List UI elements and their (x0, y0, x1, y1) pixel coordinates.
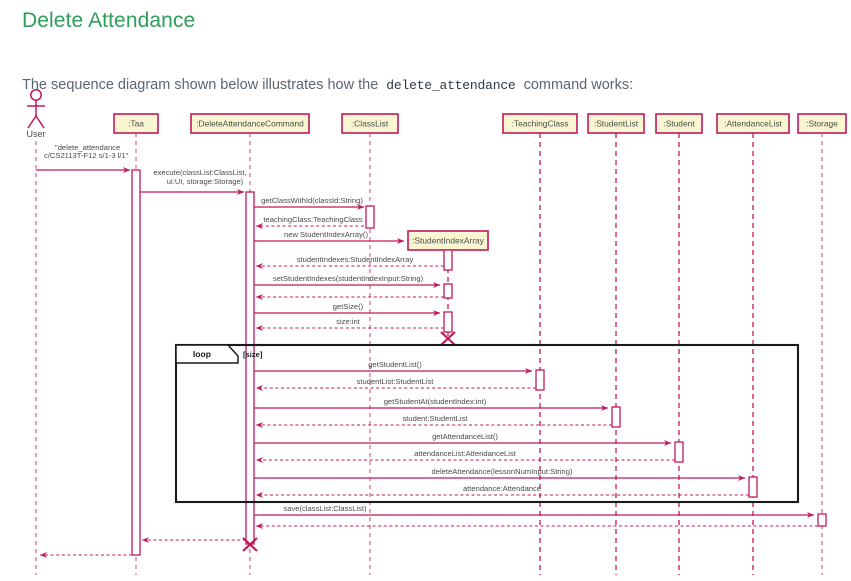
activation-teaching-class (535, 369, 545, 391)
message-delete-attendance: deleteAttendance(lessonNumInput:String) (254, 467, 745, 481)
participant-label: :Student (663, 119, 695, 129)
message-label-line1: "delete_attendance (55, 143, 120, 152)
message-label: studentList:StudentList (357, 377, 435, 386)
message-return-student-indexes: studentIndexes:StudentIndexArray (256, 255, 444, 269)
message-get-size: getSize() (254, 302, 440, 316)
intro-prefix-text: The sequence diagram shown below illustr… (22, 76, 379, 93)
activation-attendance-list (748, 476, 758, 498)
message-label: size:int (336, 317, 361, 326)
command-code-span: delete_attendance (386, 77, 516, 93)
message-label: getStudentList() (368, 360, 422, 369)
message-label: setStudentIndexes(studentIndexInput:Stri… (273, 274, 424, 283)
activation-student-index-array-size (443, 311, 453, 333)
activation-student-index-array-create (443, 249, 453, 271)
message-get-student-at: getStudentAt(studentIndex:int) (254, 397, 608, 411)
message-save: save(classList:ClassList) (254, 504, 814, 518)
actor-head-icon (30, 89, 42, 101)
message-return-attendance: attendance:Attendance (256, 484, 749, 498)
message-return-student-list: studentList:StudentList (256, 377, 536, 391)
message-label: new StudentIndexArray() (284, 230, 368, 239)
destruction-delete-attendance-command (242, 537, 258, 552)
participant-label: :Taa (128, 119, 144, 129)
participant-label: :AttendanceList (724, 119, 782, 129)
message-execute: execute(classList:ClassList, ui:UI, stor… (140, 168, 247, 195)
message-label: attendanceList:AttendanceList (414, 449, 517, 458)
activation-student-list (611, 406, 621, 428)
actor-user: User (26, 89, 46, 575)
destruction-student-index-array (440, 331, 456, 346)
message-return-student: student:StudentList (256, 414, 612, 428)
participant-label: :Storage (806, 119, 838, 129)
actor-leg-right-icon (35, 115, 45, 129)
loop-fragment: loop [size] (174, 343, 800, 504)
fragment-border (174, 343, 800, 504)
activation-student-index-array-set (443, 283, 453, 299)
message-return-teaching-class: teachingClass:TeachingClass (256, 215, 364, 229)
message-set-student-indexes: setStudentIndexes(studentIndexInput:Stri… (254, 274, 440, 288)
activation-delete-attendance-command (245, 191, 255, 545)
actor-user-label: User (26, 129, 45, 139)
message-label: getSize() (333, 302, 364, 311)
participant-label: :TeachingClass (512, 119, 569, 129)
destroy-x-icon (440, 331, 456, 346)
uml-sequence-diagram: User :Taa :DeleteAttendanceCommand :Clas… (26, 89, 847, 575)
intro-suffix-text: command works: (523, 76, 634, 93)
participant-label: :ClassList (352, 119, 389, 129)
destroy-x-icon (242, 537, 258, 552)
participant-storage[interactable]: :Storage (797, 113, 847, 575)
activation-student (674, 441, 684, 463)
participant-attendance-list[interactable]: :AttendanceList (716, 113, 790, 575)
fragment-operator-tab (175, 344, 239, 364)
fragment-guard-label: [size] (243, 350, 263, 359)
actor-leg-left-icon (27, 115, 37, 129)
message-return-attendance-list: attendanceList:AttendanceList (256, 449, 675, 463)
message-label-line2: c/CS2113T-F12 s/1-3 l/1" (44, 151, 129, 160)
activation-class-list (365, 205, 375, 229)
message-label: deleteAttendance(lessonNumInput:String) (432, 467, 573, 476)
message-label-line2: ui:UI, storage:Storage) (167, 177, 244, 186)
fragment-operator-label: loop (193, 349, 211, 359)
message-get-student-list: getStudentList() (254, 360, 532, 374)
message-label: attendance:Attendance (463, 484, 541, 493)
message-get-attendance-list: getAttendanceList() (254, 432, 671, 446)
page-title: Delete Attendance (22, 9, 196, 32)
message-label: save(classList:ClassList) (283, 504, 367, 513)
message-label: teachingClass:TeachingClass (263, 215, 362, 224)
message-label-line1: execute(classList:ClassList, (153, 168, 246, 177)
participant-student-list[interactable]: :StudentList (587, 113, 645, 575)
sequence-diagram-container: User :Taa :DeleteAttendanceCommand :Clas… (0, 86, 851, 581)
activation-taa (131, 169, 141, 556)
message-label: studentIndexes:StudentIndexArray (297, 255, 414, 264)
participant-teaching-class[interactable]: :TeachingClass (502, 113, 578, 575)
participant-label: :DeleteAttendanceCommand (196, 119, 304, 129)
participant-label: :StudentList (594, 119, 639, 129)
participant-label: :StudentIndexArray (412, 236, 485, 246)
message-new-student-index-array: new StudentIndexArray() (254, 230, 404, 244)
message-return-size: size:int (256, 317, 444, 331)
message-label: getAttendanceList() (432, 432, 498, 441)
intro-paragraph: The sequence diagram shown below illustr… (22, 77, 633, 94)
message-label: getClassWithId(classId:String) (261, 196, 363, 205)
activation-storage (817, 513, 827, 527)
participant-student[interactable]: :Student (655, 113, 703, 575)
message-label: getStudentAt(studentIndex:int) (384, 397, 487, 406)
message-get-class-with-id: getClassWithId(classId:String) (254, 196, 364, 210)
message-label: student:StudentList (402, 414, 468, 423)
message-delete-attendance-command-entry: "delete_attendance c/CS2113T-F12 s/1-3 l… (36, 143, 130, 173)
